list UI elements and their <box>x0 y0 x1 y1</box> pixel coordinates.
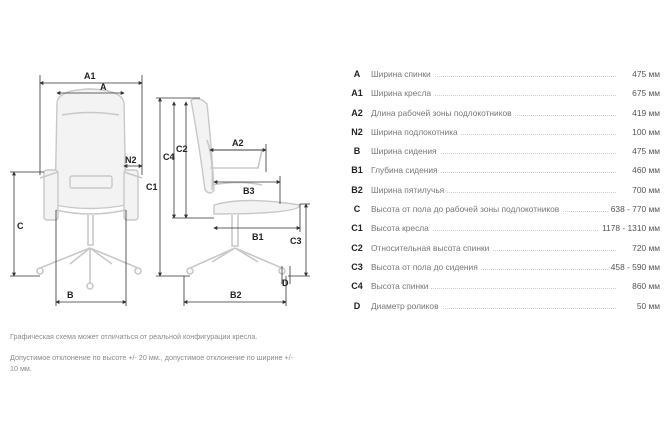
label-n2: N2 <box>125 155 137 165</box>
spec-row: A Ширина спинки 475 мм <box>345 66 660 85</box>
spec-code: C4 <box>351 281 363 292</box>
label-c1: C1 <box>146 182 158 192</box>
spec-leader <box>371 288 616 290</box>
label-d: D <box>282 278 289 288</box>
spec-value: 475 мм <box>629 146 660 157</box>
label-c: C <box>17 221 24 231</box>
spec-value: 475 мм <box>629 69 660 79</box>
label-b1: B1 <box>252 232 264 242</box>
spec-label: Ширина пятилучья <box>371 184 448 195</box>
front-view-chair <box>36 88 143 290</box>
spec-label: Глубина сидения <box>371 165 441 176</box>
specs-table: A Ширина спинки 475 мм A1 Ширина кресла 675 м… <box>345 66 660 317</box>
spec-label: Ширина кресла <box>371 88 435 99</box>
spec-code: N2 <box>351 126 363 137</box>
label-c4: C4 <box>163 152 175 162</box>
spec-value: 460 мм <box>629 165 660 176</box>
spec-code: D <box>353 300 361 311</box>
spec-value: 638 - 770 мм <box>607 204 660 215</box>
spec-leader <box>371 191 616 193</box>
spec-row: B2 Ширина пятилучья 700 мм <box>345 182 660 201</box>
spec-leader <box>371 307 616 309</box>
spec-label: Длина рабочей зоны подлокотников <box>371 107 515 118</box>
note-tolerance-line2: 10 мм. <box>10 364 32 373</box>
spec-code: A2 <box>351 107 363 118</box>
spec-leader <box>371 153 616 155</box>
spec-leader <box>371 172 616 174</box>
spec-label: Относительная высота спинки <box>371 242 493 253</box>
label-a: A <box>100 82 107 92</box>
spec-value: 675 мм <box>629 88 660 99</box>
spec-value: 50 мм <box>633 300 660 311</box>
label-a1: A1 <box>84 71 96 81</box>
spec-row: A2 Длина рабочей зоны подлокотников 419 мм <box>345 105 660 124</box>
spec-row: C Высота от пола до рабочей зоны подлокот… <box>345 201 660 220</box>
spec-code: C1 <box>351 223 363 234</box>
spec-value: 100 мм <box>629 126 660 137</box>
spec-leader <box>371 133 616 135</box>
spec-leader <box>371 249 616 251</box>
spec-code: B2 <box>351 184 363 195</box>
spec-row: D Диаметр роликов 50 мм <box>345 298 660 317</box>
spec-code: B1 <box>351 165 363 176</box>
spec-label: Ширина сидения <box>371 146 440 157</box>
spec-row: B Ширина сидения 475 мм <box>345 143 660 162</box>
spec-code: B <box>353 146 361 157</box>
spec-value: 419 мм <box>629 107 660 118</box>
spec-value: 700 мм <box>629 184 660 195</box>
note-scheme-disclaimer: Графическая схема может отличаться от ре… <box>10 332 258 341</box>
side-view-chair <box>186 97 301 275</box>
spec-leader <box>371 268 616 270</box>
spec-label: Высота спинки <box>371 281 432 292</box>
spec-row: C1 Высота кресла 1178 - 1310 мм <box>345 220 660 239</box>
spec-label: Ширина подлокотника <box>371 126 461 137</box>
spec-value: 860 мм <box>629 281 660 292</box>
front-view-dimensions: A1 A N2 C B <box>10 71 143 306</box>
spec-code: C2 <box>351 242 363 253</box>
label-c2: C2 <box>176 144 188 154</box>
spec-code: C3 <box>351 261 363 272</box>
label-a2: A2 <box>232 138 244 148</box>
spec-label: Диаметр роликов <box>371 300 442 311</box>
spec-row: A1 Ширина кресла 675 мм <box>345 85 660 104</box>
label-b: B <box>67 290 74 300</box>
spec-row: C4 Высота спинки 860 мм <box>345 278 660 297</box>
spec-leader <box>371 230 616 232</box>
spec-row: N2 Ширина подлокотника 100 мм <box>345 124 660 143</box>
spec-leader <box>371 95 616 97</box>
spec-row: B1 Глубина сидения 460 мм <box>345 162 660 181</box>
spec-row: C2 Относительная высота спинки 720 мм <box>345 240 660 259</box>
label-c3: C3 <box>290 236 302 246</box>
label-b3: B3 <box>243 186 255 196</box>
side-view-dimensions: C1 C4 C2 A2 B3 B1 C3 D B2 <box>146 97 310 306</box>
spec-code: C <box>353 204 361 215</box>
spec-label: Высота кресла <box>371 223 432 234</box>
spec-leader <box>371 76 616 77</box>
spec-value: 458 - 590 мм <box>607 261 660 272</box>
spec-value: 720 мм <box>629 242 660 253</box>
spec-code: A1 <box>351 88 363 99</box>
spec-label: Высота от пола до рабочей зоны подлокотн… <box>371 204 563 215</box>
spec-label: Высота от пола до сидения <box>371 261 481 272</box>
spec-value: 1178 - 1310 мм <box>599 223 660 234</box>
note-tolerance-line1: Допустимое отклонение по высоте +/- 20 м… <box>10 353 294 362</box>
spec-label: Ширина спинки <box>371 69 434 79</box>
label-b2: B2 <box>230 290 242 300</box>
spec-code: A <box>353 69 361 79</box>
spec-row: C3 Высота от пола до сидения 458 - 590 мм <box>345 259 660 278</box>
chair-dimension-diagram: A1 A N2 C B C1 C4 C2 A2 B3 B1 <box>10 71 310 306</box>
